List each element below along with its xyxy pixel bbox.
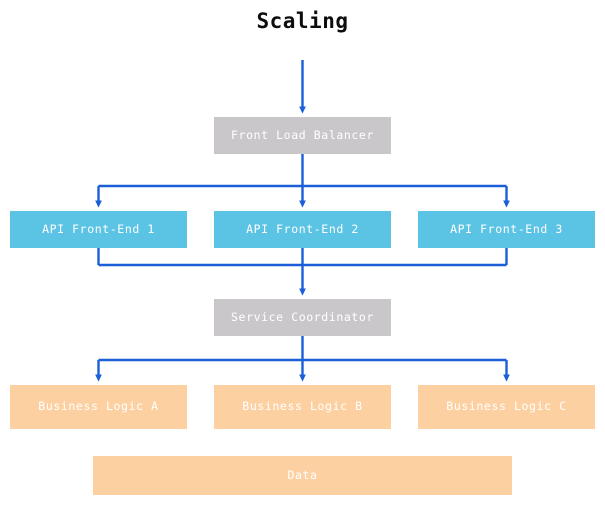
node-api-front-end-1-label: API Front-End 1 xyxy=(42,221,155,236)
node-business-logic-b[interactable]: Business Logic B xyxy=(214,385,391,429)
node-business-logic-b-label: Business Logic B xyxy=(242,399,363,414)
node-api-front-end-2[interactable]: API Front-End 2 xyxy=(214,211,391,248)
node-service-coordinator-label: Service Coordinator xyxy=(231,309,374,324)
node-api-front-end-1[interactable]: API Front-End 1 xyxy=(10,211,187,248)
node-business-logic-c[interactable]: Business Logic C xyxy=(418,385,595,429)
node-api-front-end-3-label: API Front-End 3 xyxy=(450,221,563,236)
node-data[interactable]: Data xyxy=(93,456,512,495)
page-title: Scaling xyxy=(256,9,349,33)
node-api-front-end-3[interactable]: API Front-End 3 xyxy=(418,211,595,248)
node-business-logic-a-label: Business Logic A xyxy=(38,399,159,414)
node-data-label: Data xyxy=(287,467,318,482)
node-api-front-end-2-label: API Front-End 2 xyxy=(246,221,359,236)
node-business-logic-c-label: Business Logic C xyxy=(446,399,567,414)
node-front-load-balancer-label: Front Load Balancer xyxy=(231,127,374,142)
node-front-load-balancer[interactable]: Front Load Balancer xyxy=(214,117,391,154)
node-service-coordinator[interactable]: Service Coordinator xyxy=(214,299,391,336)
node-business-logic-a[interactable]: Business Logic A xyxy=(10,385,187,429)
